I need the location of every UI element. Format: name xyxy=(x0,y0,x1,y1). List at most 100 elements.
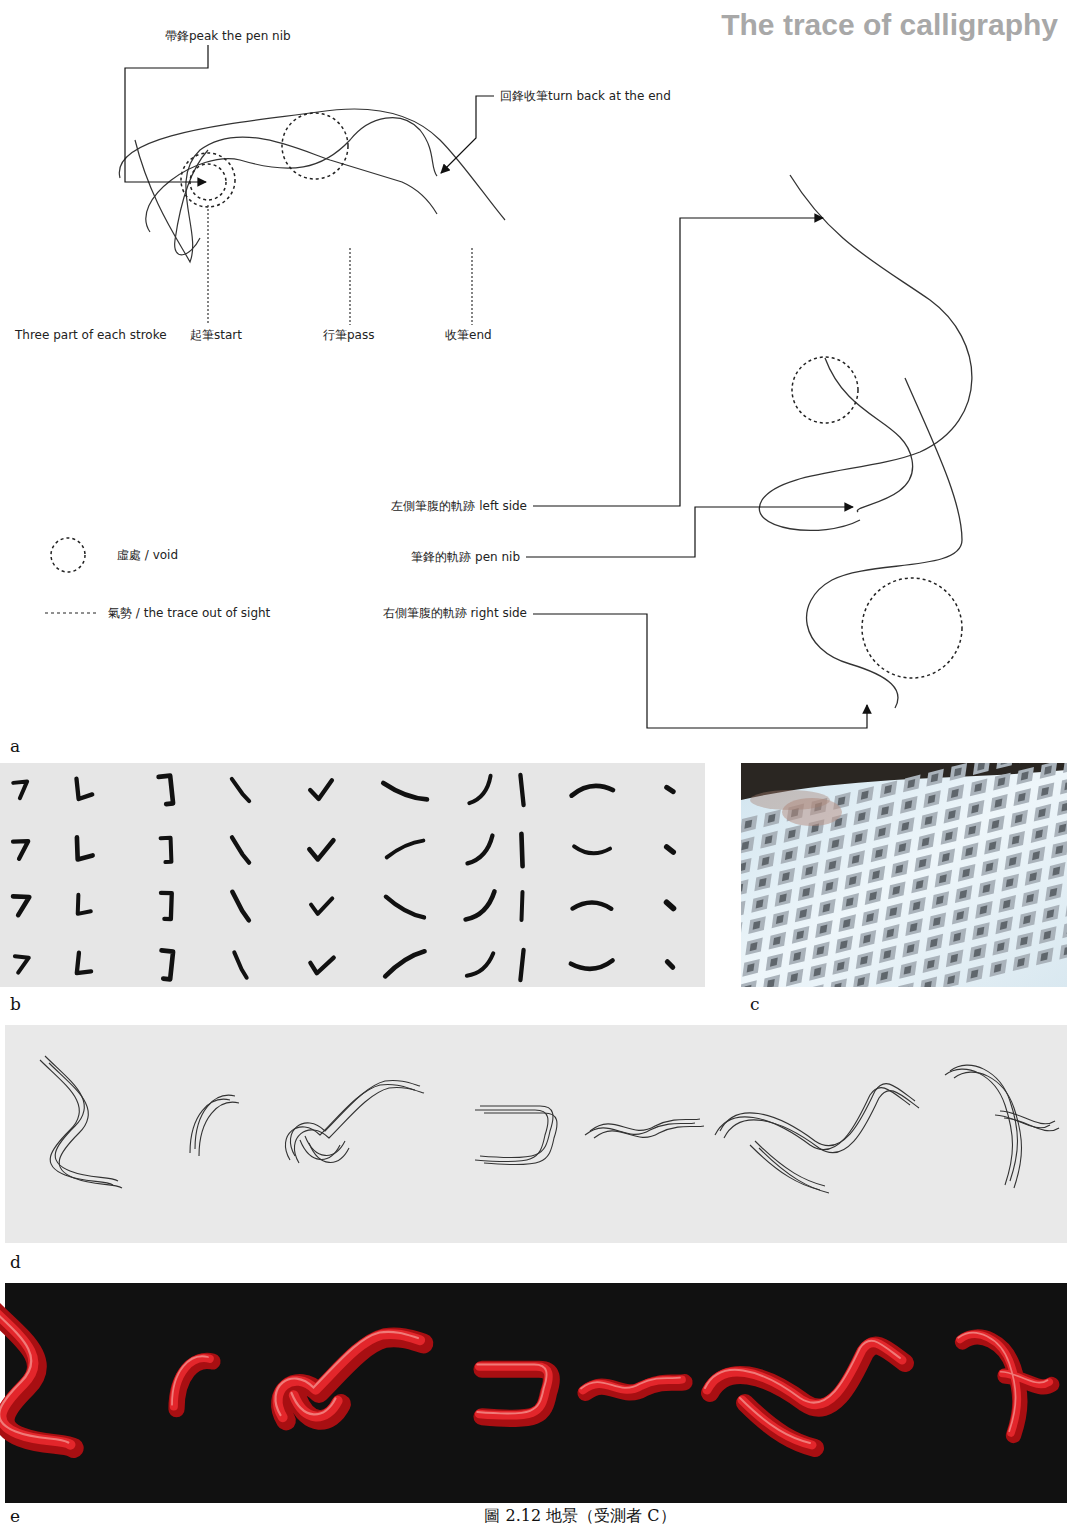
brush-stroke xyxy=(77,953,93,975)
card-mark xyxy=(1064,946,1067,955)
card-mark xyxy=(901,987,909,988)
card-mark xyxy=(759,878,767,887)
card-mark xyxy=(829,861,837,870)
brush-stroke xyxy=(520,950,523,980)
card xyxy=(1062,920,1067,938)
card xyxy=(920,812,937,830)
trace-panel xyxy=(5,1025,1067,1243)
card-mark xyxy=(942,853,950,862)
card xyxy=(804,841,821,859)
card xyxy=(1001,874,1018,892)
card xyxy=(1045,883,1062,901)
trace-line xyxy=(590,1119,700,1131)
card xyxy=(853,973,870,987)
card-mark xyxy=(808,845,816,854)
card-mark xyxy=(1044,766,1052,775)
card xyxy=(862,909,879,927)
panel-letter: b xyxy=(10,994,21,1014)
card-mark xyxy=(805,866,813,875)
ribbon-highlight xyxy=(581,1378,680,1389)
card xyxy=(966,965,983,983)
legend-text: 虛處 / void xyxy=(117,548,178,562)
card xyxy=(850,829,867,847)
card-mark xyxy=(852,855,860,864)
legend-text: 氣勢 / the trace out of sight xyxy=(108,606,270,620)
card xyxy=(1063,763,1067,773)
card-mark xyxy=(1061,802,1067,811)
card xyxy=(885,903,902,921)
card xyxy=(1036,948,1053,966)
card-mark xyxy=(1029,872,1037,881)
card-mark xyxy=(832,839,840,848)
card xyxy=(923,955,940,973)
card-mark xyxy=(860,956,868,965)
card-mark xyxy=(765,835,773,844)
ribbon-face xyxy=(479,1366,548,1415)
trace-line xyxy=(199,1102,239,1156)
card xyxy=(781,846,798,864)
card xyxy=(911,876,928,894)
card xyxy=(741,879,749,897)
brush-stroke xyxy=(574,846,610,854)
card xyxy=(748,916,765,934)
annotation-label: 右側筆腹的軌跡 right side xyxy=(383,606,527,620)
card-mark xyxy=(796,930,804,939)
card xyxy=(990,794,1007,812)
card-mark xyxy=(883,950,891,959)
card-mark xyxy=(977,927,985,936)
stroke-sample-panel xyxy=(0,763,705,987)
card-mark xyxy=(939,874,947,883)
trace-line xyxy=(950,1065,1055,1181)
card-mark xyxy=(924,981,932,987)
card xyxy=(897,817,914,835)
ribbon-highlight xyxy=(275,1332,418,1415)
brush-stroke xyxy=(78,895,92,914)
card-mark xyxy=(922,837,930,846)
card-mark xyxy=(1006,878,1014,887)
annotation-label: 帶鋒peak the pen nib xyxy=(165,29,291,43)
card-mark xyxy=(933,917,941,926)
card-mark xyxy=(741,862,746,871)
card xyxy=(978,880,995,898)
ribbon-highlight xyxy=(0,1305,68,1443)
card-mark xyxy=(768,814,776,823)
card xyxy=(859,930,876,948)
card xyxy=(1048,862,1065,880)
brush-stroke xyxy=(467,951,493,978)
annotation-label: Three part of each stroke xyxy=(15,328,167,342)
card xyxy=(856,786,873,804)
annotation-label: 起筆start xyxy=(190,328,242,342)
ribbon-highlight xyxy=(958,1333,1047,1432)
card-mark xyxy=(753,921,761,930)
brush-stroke xyxy=(666,902,673,908)
annotation-label: 行筆pass xyxy=(323,328,374,342)
card xyxy=(894,839,911,857)
card-mark xyxy=(948,810,956,819)
card xyxy=(865,887,882,905)
annotation-label: 收筆end xyxy=(445,328,492,342)
card-mark xyxy=(741,841,749,850)
leader-line xyxy=(125,45,494,182)
photo-panel xyxy=(741,763,1067,987)
card-mark xyxy=(1038,808,1046,817)
card-mark xyxy=(927,960,935,969)
card xyxy=(1010,810,1027,828)
card-mark xyxy=(965,847,973,856)
card-mark xyxy=(814,967,822,976)
card xyxy=(815,920,832,938)
card-mark xyxy=(907,944,915,953)
card-mark xyxy=(773,936,781,945)
card-mark xyxy=(782,872,790,881)
brush-stroke xyxy=(77,837,93,860)
card-mark xyxy=(834,983,842,987)
ribbon-face xyxy=(707,1343,902,1445)
card-mark xyxy=(785,851,793,860)
card-mark xyxy=(951,789,959,798)
brush-stroke xyxy=(13,781,29,798)
card-mark xyxy=(747,963,755,972)
card xyxy=(809,963,826,981)
card-mark xyxy=(959,890,967,899)
card xyxy=(989,959,1006,977)
figure-caption: 圖 2.12 地景（受測者 C） xyxy=(484,1506,675,1525)
card-mark xyxy=(741,884,743,893)
